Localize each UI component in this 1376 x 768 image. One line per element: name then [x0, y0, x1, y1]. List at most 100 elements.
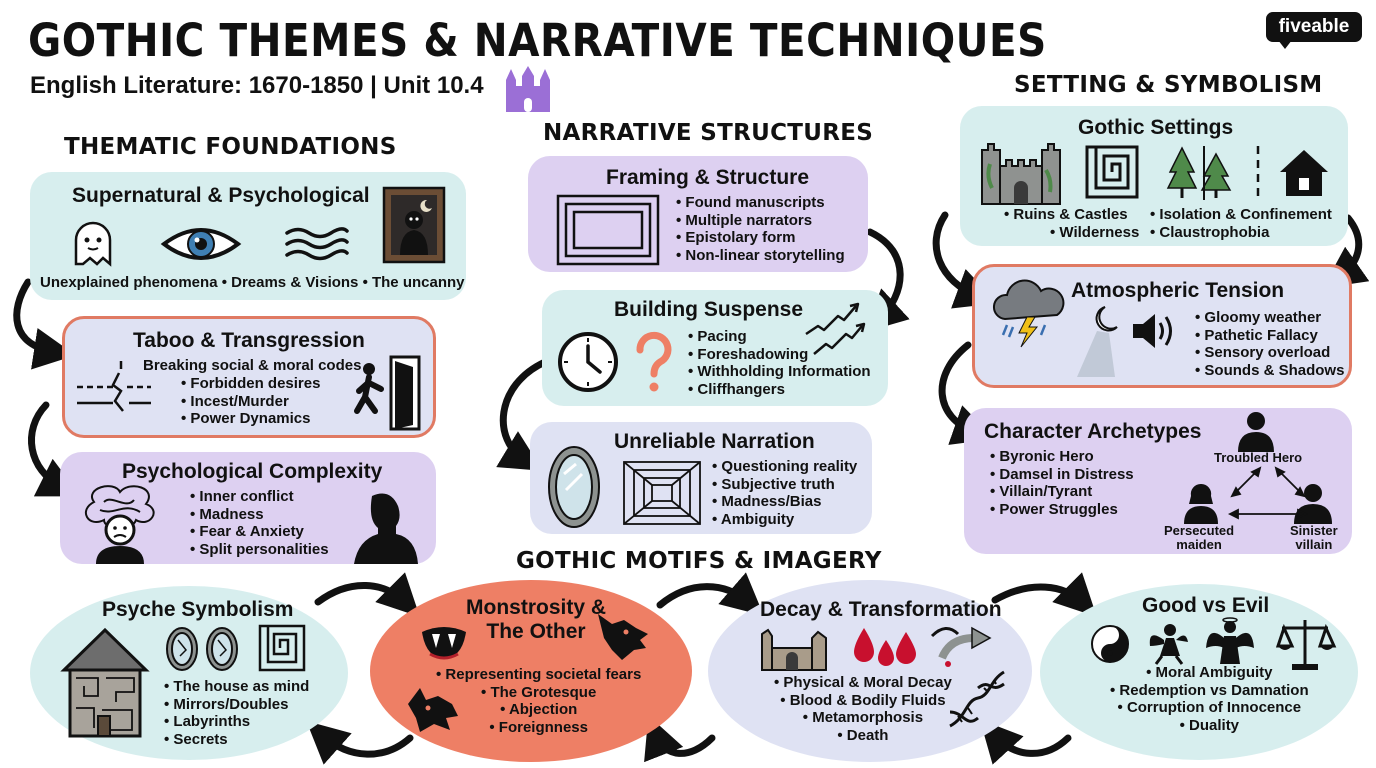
nested-frames-icon: [556, 194, 660, 266]
card-atmospheric-tension: Atmospheric Tension Gloomy weather Pathe…: [972, 264, 1352, 388]
transformation-arrow-icon: [930, 626, 992, 667]
list-item: The Grotesque: [436, 684, 641, 702]
setting-item-label: Ruins & Castles: [1013, 206, 1128, 223]
fiveable-logo[interactable]: fiveable: [1266, 12, 1362, 42]
setting-item-label: Isolation & Confinement: [1159, 206, 1332, 223]
role-line: villain: [1295, 537, 1333, 552]
spiral-tunnel-icon: [623, 461, 701, 525]
setting-item: • Isolation & Confinement: [1150, 206, 1332, 223]
setting-item-label: Wilderness: [1059, 224, 1140, 241]
maiden-figure-icon: [1184, 483, 1218, 524]
list-item: Power Struggles: [990, 501, 1134, 519]
list-item: Duality: [1110, 717, 1309, 735]
title-line: Monstrosity &: [466, 596, 607, 619]
relationship-arrows: [1227, 466, 1309, 520]
list-item: Representing societal fears: [436, 666, 641, 684]
list-item: Gloomy weather: [1195, 309, 1344, 327]
list-item: Cliffhangers: [688, 381, 871, 399]
list-item: Pacing: [688, 328, 871, 346]
fanged-mouth-icon: [422, 627, 466, 660]
card-title: Building Suspense: [614, 298, 804, 321]
speaker-icon: [1133, 314, 1172, 348]
wolf-head-icon: [598, 614, 648, 660]
ruined-castle-icon: [981, 143, 1061, 205]
setting-item: • Ruins & Castles: [1004, 206, 1128, 223]
storm-cloud-icon: [993, 279, 1065, 348]
list-item: Damsel in Distress: [990, 466, 1133, 484]
role-troubled-hero: Troubled Hero: [1214, 450, 1303, 465]
arrow-good-to-decay: [979, 719, 1072, 765]
list-item: Secrets: [164, 731, 309, 749]
list-item: Found manuscripts: [676, 194, 845, 212]
psyche-title: Psyche Symbolism: [102, 598, 294, 621]
good-evil-title: Good vs Evil: [1142, 594, 1270, 617]
card-title: Taboo & Transgression: [133, 329, 365, 352]
arrow-monster-to-psyche: [306, 721, 414, 765]
list-item: Blood & Bodily Fluids: [774, 692, 952, 710]
list-item: Sensory overload: [1195, 344, 1344, 362]
mirror-icon: [548, 446, 600, 528]
card-title: Supernatural & Psychological: [72, 184, 370, 207]
card-title: Psychological Complexity: [122, 460, 383, 483]
role-persecuted-maiden: Persecuted maiden: [1164, 524, 1234, 552]
divider-icon: [1256, 146, 1260, 198]
monster-title: Monstrosity & The Other: [466, 596, 606, 644]
list-item: Fear & Anxiety: [190, 523, 329, 541]
villain-figure-icon: [1294, 484, 1332, 524]
logo-tail: [1278, 40, 1292, 49]
list-item: Multiple narrators: [676, 212, 845, 230]
list-item: Death: [774, 727, 952, 745]
list-item: Epistolary form: [676, 229, 845, 247]
card-title: Gothic Settings: [1078, 116, 1234, 139]
arrow-gothic-to-atmo: [932, 211, 998, 309]
list-item: Incest/Murder: [181, 393, 320, 411]
decay-list: Physical & Moral Decay Blood & Bodily Fl…: [774, 674, 952, 745]
arrow-taboo-to-psych: [28, 401, 81, 497]
card-gothic-settings: Gothic Settings • Ruins & Castles • Isol…: [960, 106, 1348, 246]
cherub-icon: [1149, 624, 1188, 665]
list-item: Physical & Moral Decay: [774, 674, 951, 692]
card-title: Character Archetypes: [984, 420, 1202, 443]
supernatural-caption: Unexplained phenomena • Dreams & Visions…: [40, 274, 465, 291]
role-line: maiden: [1176, 537, 1222, 552]
role-line: Persecuted: [1164, 523, 1235, 538]
exit-door-icon: [354, 355, 421, 431]
list-item: Corruption of Innocence: [1110, 699, 1309, 717]
card-framing-structure: Framing & Structure Found manuscripts Mu…: [528, 156, 868, 272]
moon-beam-icon: [1077, 306, 1118, 377]
arrow-monster-to-decay: [656, 572, 764, 616]
list-item: Questioning reality: [712, 458, 857, 476]
good-evil-list: Moral Ambiguity Redemption vs Damnation …: [1110, 664, 1309, 735]
ghost-icon: [74, 221, 112, 267]
clock-icon: [558, 332, 618, 392]
framing-list: Found manuscripts Multiple narrators Epi…: [676, 194, 845, 264]
arrow-decay-to-monster: [644, 715, 716, 763]
setting-item: • Wilderness: [1050, 224, 1140, 241]
psyche-list: The house as mind Mirrors/Doubles Labyri…: [164, 678, 309, 748]
section-setting-symbolism: SETTING & SYMBOLISM: [1014, 72, 1323, 98]
list-item: Inner conflict: [190, 488, 329, 506]
unreliable-list: Questioning reality Subjective truth Mad…: [712, 458, 857, 528]
section-narrative-structures: NARRATIVE STRUCTURES: [543, 120, 874, 146]
card-psychological-complexity: Psychological Complexity Inner conflict …: [60, 452, 436, 564]
hero-figure-icon: [1238, 412, 1274, 452]
haunted-portrait-icon: [382, 186, 446, 264]
anxious-head-icon: [84, 485, 155, 564]
suspense-list: Pacing Foreshadowing Withholding Informa…: [688, 328, 871, 399]
blood-drops-icon: [854, 628, 916, 666]
list-item: Metamorphosis: [774, 709, 952, 727]
page-title: GOTHIC THEMES & NARRATIVE TECHNIQUES: [28, 14, 1047, 67]
card-unreliable-narration: Unreliable Narration Questioning reality…: [530, 422, 872, 534]
list-item: Labyrinths: [164, 713, 309, 731]
section-thematic-foundations: THEMATIC FOUNDATIONS: [64, 134, 397, 160]
list-item: Moral Ambiguity: [1110, 664, 1309, 682]
dna-helix-icon: [949, 670, 1005, 728]
role-line: Sinister: [1290, 523, 1338, 538]
twin-mirrors-icon: [166, 627, 238, 671]
waves-icon: [285, 227, 349, 261]
list-item: Power Dynamics: [181, 410, 320, 428]
list-item: Foreignness: [436, 719, 641, 737]
setting-item: • Claustrophobia: [1150, 224, 1270, 241]
arrow-suspense-to-unreliable: [496, 358, 549, 471]
dark-silhouette-icon: [354, 493, 418, 564]
